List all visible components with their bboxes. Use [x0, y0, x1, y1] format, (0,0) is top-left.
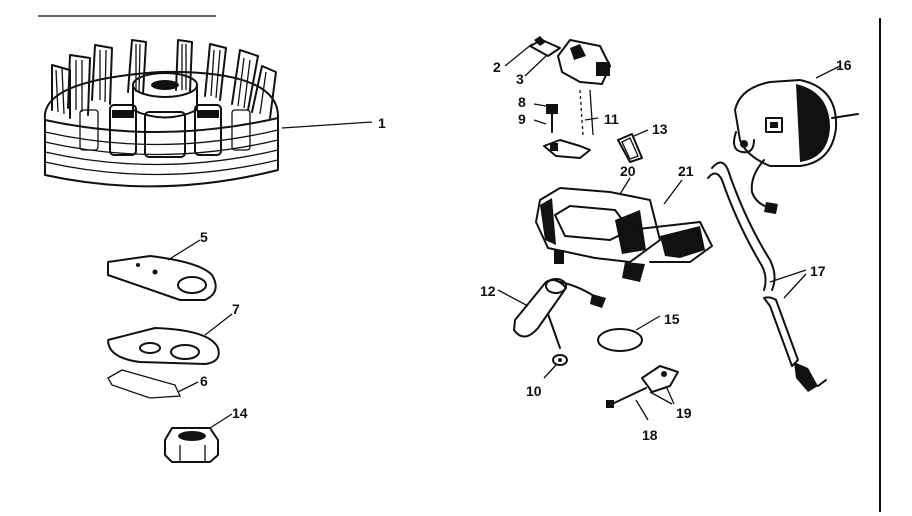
plate-part-5 [107, 255, 217, 301]
leader-20 [619, 177, 631, 195]
callout-16: 16 [836, 57, 852, 73]
leader-7 [204, 313, 233, 336]
callout-1: 1 [378, 115, 386, 131]
leader-16 [815, 65, 841, 79]
leader-2 [504, 43, 533, 67]
leader-15 [635, 315, 661, 331]
breaker-arm-part-11 [543, 89, 594, 159]
condenser-part-12 [513, 278, 606, 349]
clip-part-19 [641, 365, 679, 393]
leader-19a [649, 391, 673, 405]
oring-part-15 [597, 328, 643, 352]
leader-17a [769, 269, 807, 283]
washer-part-10 [552, 354, 568, 366]
callout-11: 11 [604, 111, 619, 127]
ignition-coil-part-16 [733, 79, 859, 214]
leader-1 [281, 121, 373, 129]
flywheel-part [43, 39, 280, 188]
stator-part-20 [535, 187, 713, 282]
leader-11 [584, 117, 599, 121]
leader-18 [635, 399, 649, 421]
callout-5: 5 [200, 229, 208, 245]
leader-10 [543, 364, 557, 379]
leader-13 [633, 129, 649, 137]
callout-20: 20 [620, 163, 636, 179]
callout-17: 17 [810, 263, 826, 279]
felt-part-13 [617, 133, 643, 163]
callout-7: 7 [232, 301, 240, 317]
callout-2: 2 [493, 59, 501, 75]
leader-21 [663, 179, 683, 205]
gasket-part-6 [107, 369, 181, 399]
callout-14: 14 [232, 405, 248, 421]
callout-8: 8 [518, 94, 526, 110]
callout-18: 18 [642, 427, 658, 443]
leader-19b [665, 385, 675, 405]
callout-9: 9 [518, 111, 526, 127]
leader-5 [167, 239, 201, 261]
callout-10: 10 [526, 383, 542, 399]
spark-plug-wire-part-17 [707, 161, 827, 392]
leader-14 [209, 413, 233, 429]
callout-6: 6 [200, 373, 208, 389]
leader-9 [533, 119, 547, 125]
nut-part-14 [164, 427, 219, 463]
screw-part-18 [606, 387, 647, 408]
leader-17b [783, 273, 807, 299]
callout-13: 13 [652, 121, 668, 137]
leader-6 [177, 381, 199, 393]
leader-12 [497, 289, 529, 307]
leader-8 [533, 103, 547, 107]
callout-15: 15 [664, 311, 680, 327]
callout-12: 12 [480, 283, 496, 299]
breaker-bracket-part-3 [529, 36, 611, 85]
callout-21: 21 [678, 163, 694, 179]
callout-labels: 1 2 3 5 6 7 8 9 10 11 12 13 14 15 16 17 … [200, 57, 852, 443]
callout-3: 3 [516, 71, 524, 87]
leader-3 [524, 55, 547, 77]
gasket-part-7 [107, 327, 220, 365]
callout-19: 19 [676, 405, 692, 421]
